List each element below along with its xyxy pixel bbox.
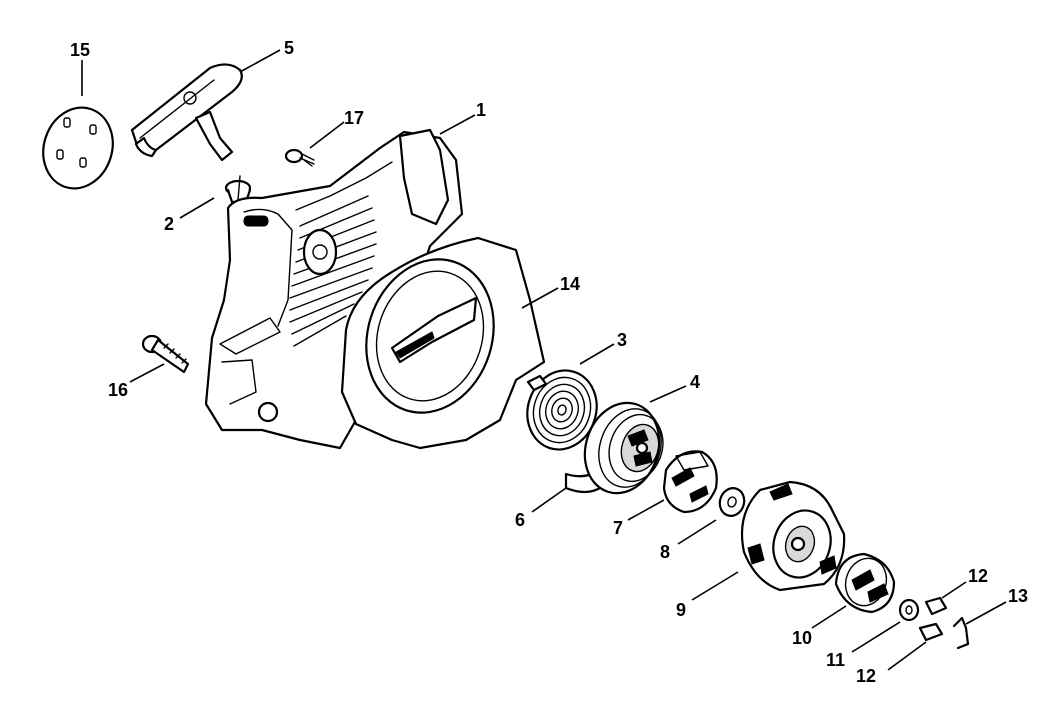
callout-17: 17 <box>344 108 364 128</box>
part-15-cover-plate <box>42 106 114 190</box>
part-1-fan-housing <box>204 128 464 450</box>
callout-9: 9 <box>676 600 686 620</box>
callout-5: 5 <box>284 38 294 58</box>
callout-4: 4 <box>690 372 700 392</box>
part-8-washer <box>718 487 746 517</box>
callout-labels: 15 5 17 1 2 14 3 4 16 6 7 8 9 10 11 12 1… <box>70 38 1028 686</box>
callout-12-lower: 12 <box>856 666 876 686</box>
part-4-rope-rotor <box>583 401 664 495</box>
callout-2: 2 <box>164 214 174 234</box>
part-10-pawl-hub <box>834 552 896 614</box>
callout-15: 15 <box>70 40 90 60</box>
part-3-rewind-spring <box>526 369 598 451</box>
callout-7: 7 <box>613 518 623 538</box>
callout-14: 14 <box>560 274 580 294</box>
callout-6: 6 <box>515 510 525 530</box>
part-13-spring-clip <box>952 616 970 650</box>
callout-11: 11 <box>826 650 845 670</box>
callout-8: 8 <box>660 542 670 562</box>
part-11-small-washer <box>898 598 920 622</box>
callout-3: 3 <box>617 330 627 350</box>
callout-12-upper: 12 <box>968 566 988 586</box>
part-7-pawl-carrier <box>662 450 718 514</box>
callout-13: 13 <box>1008 586 1028 606</box>
part-12-pin-lower <box>918 622 944 642</box>
part-12-pin-upper <box>924 596 948 616</box>
part-5-starter-grip <box>130 63 243 162</box>
part-14-spring-housing <box>340 236 546 450</box>
part-16-bolt <box>141 334 190 374</box>
part-9-drum <box>740 480 846 592</box>
leader-lines <box>81 49 1007 671</box>
callout-10: 10 <box>792 628 812 648</box>
callout-1: 1 <box>476 100 486 120</box>
part-17-screw <box>284 148 315 167</box>
callout-16: 16 <box>108 380 128 400</box>
